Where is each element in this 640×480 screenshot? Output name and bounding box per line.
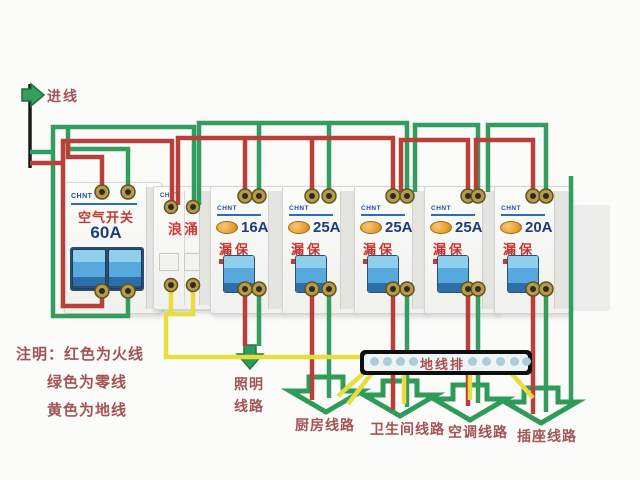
brand-underline [71, 203, 137, 205]
live-wire [60, 138, 175, 309]
rating-row: 25A [360, 219, 413, 236]
brand-logo: CHNT [71, 193, 93, 200]
aircon-circuit-label: 空调线路 [448, 424, 508, 440]
incoming-label: 进线 [47, 88, 79, 104]
rating-text: 16A [241, 219, 269, 236]
rating-row: 16A [216, 219, 269, 236]
ground-wire [163, 285, 362, 360]
main-switch-toggles [70, 247, 144, 291]
ground-wire [346, 371, 374, 406]
main-switch-rating: 60A [90, 223, 122, 242]
live-wire [175, 135, 396, 205]
breaker-rcbo-kitchen: CHNT 25A 漏保 [282, 186, 356, 314]
brand-logo: CHNT [501, 205, 522, 212]
ground-bus-bar: 地线排 [360, 350, 532, 375]
module-divider [184, 191, 185, 305]
test-button [216, 221, 238, 234]
rating-row: 25A [430, 219, 483, 236]
terminal-screws [94, 184, 554, 299]
legend-note-line: 黄色为地线 [47, 402, 128, 419]
ground-terminal-dot [496, 357, 505, 366]
rating-row: 25A [288, 219, 341, 236]
rcbo-type-label: 漏保 [433, 242, 466, 257]
socket-circuit-arrow-icon [495, 385, 587, 426]
brand-underline [289, 214, 333, 216]
brand-underline [431, 214, 475, 216]
toggle-lever [507, 255, 539, 293]
rating-text: 25A [313, 219, 341, 236]
toggle-lever [108, 249, 142, 289]
ground-wire [336, 369, 368, 398]
ground-bus-face: 地线排 [364, 354, 531, 372]
breaker-rcbo-bathroom: CHNT 25A 漏保 [354, 186, 428, 314]
ground-terminal-dot [370, 357, 379, 366]
kitchen-circuit-label: 厨房线路 [295, 417, 355, 433]
toggle-lever [367, 255, 399, 293]
ground-terminal-dot [510, 357, 519, 366]
ground-terminal-dot [522, 357, 531, 366]
neutral-wire [65, 127, 131, 192]
ground-terminal-dot [409, 357, 418, 366]
brand-logo: CHNT [160, 193, 179, 199]
rating-text: 20A [525, 219, 553, 236]
ground-terminal-dot [482, 357, 491, 366]
surge-window [159, 253, 179, 271]
rcbo-type-label: 漏保 [219, 242, 252, 257]
toggle-lever [437, 255, 469, 293]
lighting-circuit-label: 线路 [234, 398, 264, 414]
brand-underline [361, 214, 405, 216]
neutral-wire [196, 120, 410, 205]
rating-text: 25A [385, 219, 413, 236]
breaker-surge: CHNT 浪涌 [153, 186, 215, 310]
rating-row: 20A [500, 219, 553, 236]
legend-notes: 注明：红色为火线 绿色为零线 黄色为地线 [16, 341, 144, 425]
test-button [430, 221, 452, 234]
breaker-main-60a: CHNT 空气开关 60A [64, 182, 162, 314]
rcbo-type-label: 漏保 [363, 242, 396, 257]
socket-circuit-label: 插座线路 [517, 428, 577, 444]
ground-terminal-dot [468, 357, 477, 366]
live-wire [473, 137, 536, 192]
brand-underline [501, 214, 545, 216]
ground-wire [510, 372, 535, 400]
rcbo-type-label: 漏保 [503, 242, 536, 257]
incoming-arrow-icon [21, 82, 46, 108]
ground-bus-label: 地线排 [420, 357, 466, 372]
live-wire [398, 137, 471, 192]
live-wire [65, 141, 105, 192]
lighting-circuit-label: 照明 [234, 376, 264, 392]
rcbo-type-label: 漏保 [291, 242, 324, 257]
brand-logo: CHNT [361, 205, 382, 212]
main-switch-label: 空气开关 [77, 210, 134, 225]
legend-note-line: 绿色为零线 [47, 374, 128, 391]
brand-underline [217, 214, 261, 216]
brand-logo: CHNT [431, 205, 452, 212]
toggle-lever [72, 249, 106, 289]
test-button [500, 221, 522, 234]
ground-terminal-dot [383, 357, 392, 366]
brand-logo: CHNT [289, 205, 310, 212]
brand-logo: CHNT [217, 205, 238, 212]
test-button [360, 221, 382, 234]
neutral-wire [485, 122, 549, 192]
ground-terminal-dot [396, 357, 405, 366]
bathroom-circuit-arrow-icon [354, 378, 446, 419]
surge-label: 浪涌 [168, 221, 200, 237]
test-button [288, 221, 310, 234]
bathroom-circuit-label: 卫生间线路 [370, 421, 445, 437]
rating-text: 25A [455, 219, 483, 236]
kitchen-circuit-arrow-icon [280, 374, 372, 415]
legend-note-line: 注明：红色为火线 [16, 346, 145, 363]
